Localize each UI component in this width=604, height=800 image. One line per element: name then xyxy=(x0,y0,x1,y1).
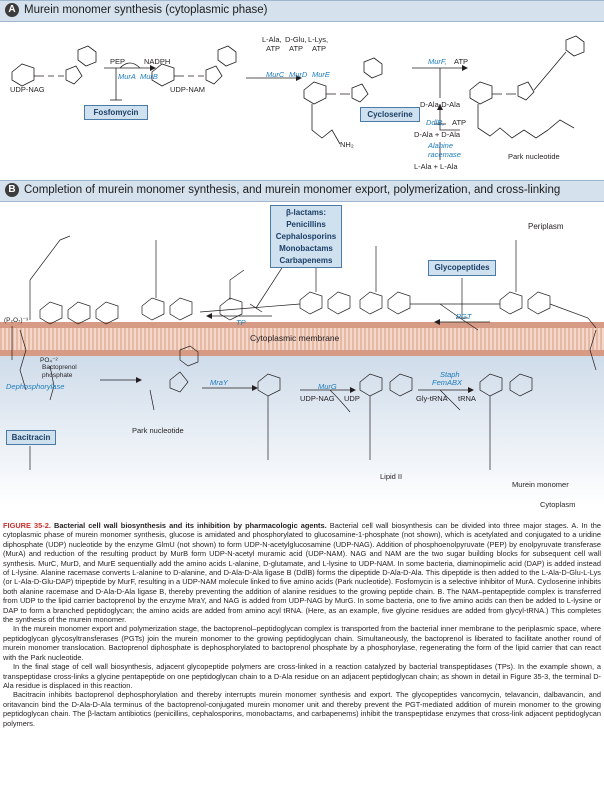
mure-enzyme: MurE xyxy=(312,70,330,79)
trna-label: tRNA xyxy=(458,394,476,403)
phosphate-label: phosphate xyxy=(42,372,73,379)
fosfomycin-box: Fosfomycin xyxy=(84,105,148,120)
atp-label-2: ATP xyxy=(289,44,304,53)
udp-nag-label-b: UDP-NAG xyxy=(300,394,335,403)
murb-enzyme: MurB xyxy=(140,72,158,81)
murf-enzyme: MurF, xyxy=(428,57,447,66)
penicillins-label: Penicillins xyxy=(286,220,326,229)
udp-label: UDP xyxy=(344,394,360,403)
tp-enzyme: TP xyxy=(236,318,246,327)
mura-enzyme: MurA xyxy=(118,72,136,81)
mray-enzyme: MraY xyxy=(210,378,228,387)
cytoplasmic-membrane xyxy=(0,322,604,356)
periplasm-label: Periplasm xyxy=(528,222,564,231)
ddlb-enzyme: DdlB, xyxy=(426,118,445,127)
murein-monomer-label: Murein monomer xyxy=(512,480,569,489)
lala-pair-label: L-Ala + L-Ala xyxy=(414,162,458,171)
section-a-header: A Murein monomer synthesis (cytoplasmic … xyxy=(0,0,604,22)
racemase-enzyme-2: racemase xyxy=(428,150,461,159)
aa-ala-label: L-Ala, xyxy=(262,35,282,44)
cycloserine-box: Cycloserine xyxy=(360,107,420,122)
section-a-structures xyxy=(11,35,585,160)
section-a-title: Murein monomer synthesis (cytoplasmic ph… xyxy=(24,4,268,16)
caption-paragraph-2: In the murein monomer export and polymer… xyxy=(3,624,601,662)
staph-enzyme: Staph xyxy=(440,370,460,379)
gly-trna-label: Gly-tRNA xyxy=(416,394,448,403)
ddlb-atp-label: ATP xyxy=(452,118,467,127)
murd-enzyme: MurD xyxy=(289,70,308,79)
membrane-label: Cytoplasmic membrane xyxy=(250,333,340,343)
park-nucleotide-label-a: Park nucleotide xyxy=(508,152,560,161)
bactoprenol-label: Bactoprenol xyxy=(42,364,77,371)
caption-paragraph-4: Bacitracin inhibits bactoprenol dephosph… xyxy=(3,690,601,728)
section-b-structures xyxy=(11,235,597,470)
nadph-label: NADPH xyxy=(144,57,171,66)
udp-nag-label: UDP-NAG xyxy=(10,85,45,94)
beta-lactams-box: β-lactams: Penicillins Cephalosporins Mo… xyxy=(270,205,342,268)
figure-number: FIGURE 35-2. xyxy=(3,521,51,530)
section-b-letter: B xyxy=(5,183,19,197)
glycopeptides-box: Glycopeptides xyxy=(428,260,496,276)
atp-label-3: ATP xyxy=(312,44,327,53)
racemase-enzyme-1: Alanine xyxy=(428,141,454,150)
pep-label: PEP xyxy=(110,57,126,66)
po4-label: PO₄⁻² xyxy=(40,357,58,364)
udp-nam-label: UDP-NAM xyxy=(170,85,205,94)
aa-lys-label: L-Lys, xyxy=(308,35,329,44)
murg-enzyme: MurG xyxy=(318,382,337,391)
p2o7-label: (P₂O₇)⁻³ xyxy=(4,317,29,324)
section-b-title: Completion of murein monomer synthesis, … xyxy=(24,184,561,196)
section-b-header: B Completion of murein monomer synthesis… xyxy=(0,180,604,202)
figure-caption: FIGURE 35-2. Bacterial cell wall biosynt… xyxy=(3,521,601,728)
femabx-enzyme: FemABX xyxy=(432,378,463,387)
murc-enzyme: MurC xyxy=(266,70,285,79)
beta-lactams-label: β-lactams: xyxy=(285,208,326,217)
bacitracin-box: Bacitracin xyxy=(6,430,56,445)
cephalosporins-label: Cephalosporins xyxy=(275,232,337,241)
dephosphorylase-enzyme: Dephosphorylase xyxy=(6,382,65,391)
pgt-enzyme: PGT xyxy=(456,312,472,321)
lipid-ii-label: Lipid II xyxy=(380,472,403,481)
dala-pair-label: D-Ala + D-Ala xyxy=(414,130,461,139)
aa-glu-label: D-Glu, xyxy=(285,35,307,44)
caption-paragraph-1: Bacterial cell wall biosynthesis can be … xyxy=(3,521,601,625)
cytoplasm-background xyxy=(0,356,604,506)
caption-paragraph-3: In the final stage of cell wall biosynth… xyxy=(3,662,601,690)
monobactams-label: Monobactams xyxy=(279,244,333,253)
uracil-ring xyxy=(77,45,97,67)
ribose-ring xyxy=(65,65,83,85)
dala-dala-label: D-Ala-D-Ala xyxy=(420,100,461,109)
cytoplasm-label: Cytoplasm xyxy=(540,500,576,509)
park-nucleotide-label-b: Park nucleotide xyxy=(132,426,184,435)
atp-label-1: ATP xyxy=(266,44,281,53)
nh2-label: NH₂ xyxy=(340,140,354,149)
murf-atp-label: ATP xyxy=(454,57,469,66)
figure-title: Bacterial cell wall biosynthesis and its… xyxy=(53,521,327,530)
nag-ring xyxy=(11,63,35,87)
carbapenems-label: Carbapenems xyxy=(279,256,333,265)
section-a-letter: A xyxy=(5,3,19,17)
